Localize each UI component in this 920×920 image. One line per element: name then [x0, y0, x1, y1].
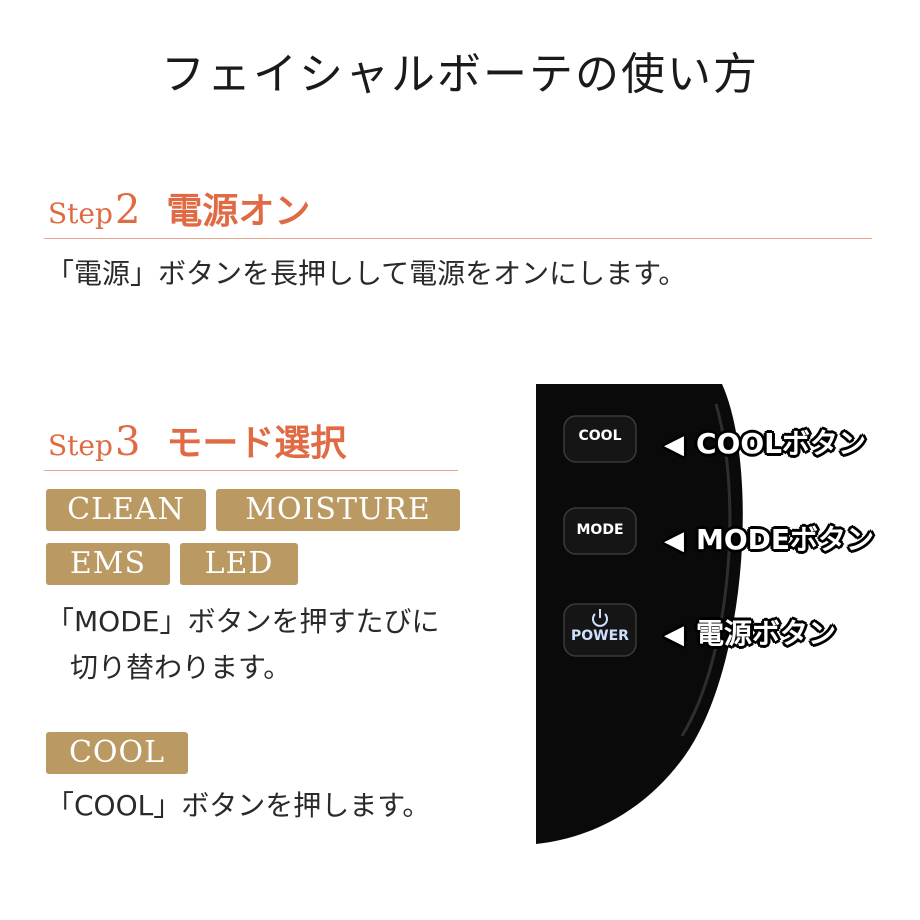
cool-button-pointer: ◀ COOLボタン	[664, 422, 866, 462]
step2-description: 「電源」ボタンを長押しして電源をオンにします。	[46, 257, 687, 290]
arrow-left-icon: ◀	[664, 430, 684, 460]
power-icon	[592, 609, 608, 627]
step2-divider	[44, 238, 872, 239]
device-cool-button	[563, 415, 637, 463]
page-title: フェイシャルボーテの使い方	[161, 49, 759, 100]
device-highlight	[680, 403, 732, 737]
step2-word: Step	[48, 197, 113, 230]
power-button-pointer: ◀ 電源ボタン	[664, 612, 836, 652]
mode-button-caption: MODEボタン	[696, 523, 875, 556]
mode-button-pointer: ◀ MODEボタン	[664, 518, 874, 558]
mode-tag-moisture: MOISTURE	[216, 489, 460, 531]
arrow-left-icon: ◀	[664, 526, 684, 556]
step3-number: 3	[114, 419, 141, 465]
step3-label: モード選択	[166, 423, 347, 464]
device-illustration	[536, 384, 743, 844]
device-body	[536, 384, 743, 844]
device-mode-label: MODE	[576, 522, 624, 538]
step2-heading: Step2 電源オン	[48, 182, 310, 234]
step3-heading: Step3 モード選択	[48, 414, 346, 466]
cool-description: 「COOL」ボタンを押します。	[46, 789, 431, 822]
arrow-left-icon: ◀	[664, 620, 684, 650]
cool-tag: COOL	[46, 732, 188, 774]
device-power-label: POWER	[571, 628, 629, 644]
mode-tag-ems: EMS	[46, 543, 170, 585]
step3-divider	[44, 470, 458, 471]
device-power-button	[563, 603, 637, 657]
step2-label: 電源オン	[166, 191, 311, 232]
device-mode-button	[563, 507, 637, 555]
step3-description-line1: 「MODE」ボタンを押すたびに	[46, 605, 440, 638]
step3-description-line2: 切り替わります。	[70, 651, 292, 684]
step2-number: 2	[114, 187, 141, 233]
mode-tag-clean: CLEAN	[46, 489, 206, 531]
cool-button-caption: COOLボタン	[696, 427, 866, 460]
power-button-caption: 電源ボタン	[696, 617, 837, 650]
device-cool-label: COOL	[578, 428, 622, 444]
step3-word: Step	[48, 429, 113, 462]
mode-tag-led: LED	[180, 543, 298, 585]
